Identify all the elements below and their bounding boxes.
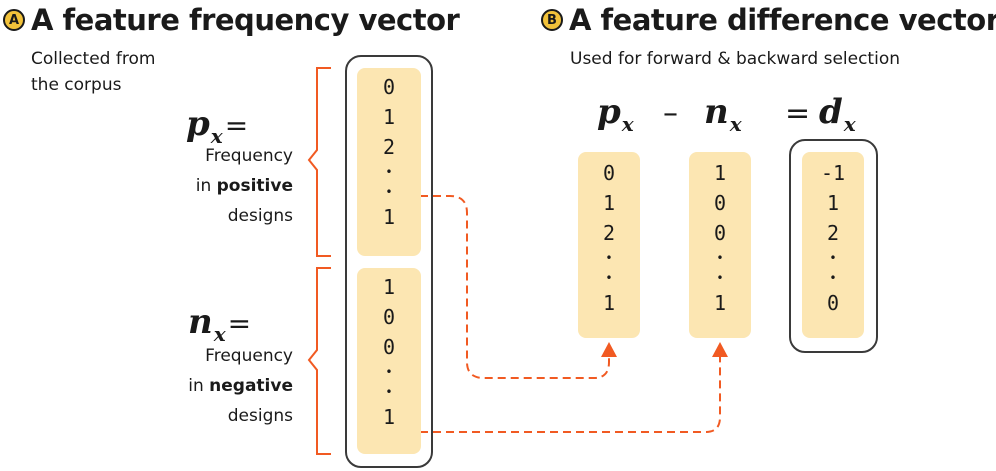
panel-b-badge: B [541,9,563,31]
dx-value: 0 [826,291,840,315]
equation-n-letter: n [704,92,729,132]
nx-value: 0 [713,191,727,215]
px-vector-values: 0 1 2 • • 1 [578,152,640,318]
positive-desc-prefix: in [195,176,217,196]
px-value: 1 [602,291,616,315]
positive-symbol-letter: p [186,104,210,144]
positive-symbol-equals: = [224,109,249,142]
dx-vector-cell: -1 1 2 • • 0 [802,152,864,338]
positive-symbol-subscript: x [210,124,223,148]
px-value: 1 [602,191,616,215]
negative-vector-cell: 1 0 0 • • 1 [357,268,421,454]
panel-a-badge: A [3,9,25,31]
px-vector-cell: 0 1 2 • • 1 [578,152,640,338]
positive-value: 1 [382,105,396,129]
negative-desc-line1: Frequency [205,346,293,366]
px-value-dot: • [605,251,613,265]
negative-value-dot: • [385,365,393,379]
negative-desc-line2: in negative [188,371,293,401]
negative-symbol-subscript: x [213,322,226,346]
negative-value-dot: • [385,385,393,399]
negative-symbol-equals: = [227,307,252,340]
negative-value: 1 [382,405,396,429]
positive-connector-arrow [420,195,610,379]
equation-n-symbol: nx [704,92,742,136]
nx-value-dot: • [716,251,724,265]
px-value: 2 [602,221,616,245]
negative-symbol-letter: n [188,302,213,342]
positive-value: 2 [382,135,396,159]
negative-description: Frequency in negative designs [188,341,293,431]
positive-desc-line3: designs [227,206,293,226]
positive-value: 0 [382,75,396,99]
negative-vector-values: 1 0 0 • • 1 [357,268,421,432]
positive-desc-line2: in positive [196,171,293,201]
dx-value: -1 [820,161,846,185]
negative-brace [307,267,331,455]
negative-arrowhead [712,342,728,357]
positive-desc-line1: Frequency [205,146,293,166]
positive-brace [307,67,331,257]
nx-value-dot: • [716,271,724,285]
px-value: 0 [602,161,616,185]
negative-desc-bold: negative [209,376,293,396]
dx-value: 2 [826,221,840,245]
positive-vector-cell: 0 1 2 • • 1 [357,68,421,256]
positive-value-dot: • [385,185,393,199]
positive-symbol: px= [186,104,249,148]
equation-d-letter: d [819,92,843,132]
negative-value: 0 [382,335,396,359]
equation-equals: = [785,96,811,131]
equation-p-subscript: x [621,112,634,136]
equation-n-subscript: x [729,112,742,136]
panel-a-title: A feature frequency vector [31,3,460,37]
negative-desc-line3: designs [227,406,293,426]
dx-value: 1 [826,191,840,215]
equation-d-subscript: x [843,112,856,136]
panel-a-subtitle-line1: Collected from [31,49,156,69]
nx-vector-values: 1 0 0 • • 1 [689,152,751,318]
dx-vector-values: -1 1 2 • • 0 [802,152,864,318]
positive-desc-bold: positive [216,176,293,196]
negative-desc-prefix: in [188,376,210,396]
equation-d-symbol: dx [819,92,856,136]
positive-vector-values: 0 1 2 • • 1 [357,68,421,232]
dx-vector-outline [789,139,878,353]
positive-arrowhead [601,342,617,357]
nx-value: 0 [713,221,727,245]
nx-value: 1 [713,291,727,315]
equation-p-letter: p [597,92,621,132]
nx-value: 1 [713,161,727,185]
negative-value: 1 [382,275,396,299]
panel-a-subtitle-line2: the corpus [31,75,122,95]
frequency-vector-outline [345,55,433,468]
negative-connector-arrow [420,356,721,433]
positive-description: Frequency in positive designs [196,141,293,231]
nx-vector-cell: 1 0 0 • • 1 [689,152,751,338]
equation-p-symbol: px [597,92,634,136]
positive-value: 1 [382,205,396,229]
negative-symbol: nx= [188,302,252,346]
panel-b-title: A feature difference vector [569,3,996,37]
equation-minus: – [663,96,678,131]
px-value-dot: • [605,271,613,285]
panel-b-subtitle: Used for forward & backward selection [570,49,900,69]
dx-value-dot: • [829,271,837,285]
panel-a-subtitle: Collected from the corpus [31,46,155,98]
dx-value-dot: • [829,251,837,265]
positive-value-dot: • [385,165,393,179]
negative-value: 0 [382,305,396,329]
